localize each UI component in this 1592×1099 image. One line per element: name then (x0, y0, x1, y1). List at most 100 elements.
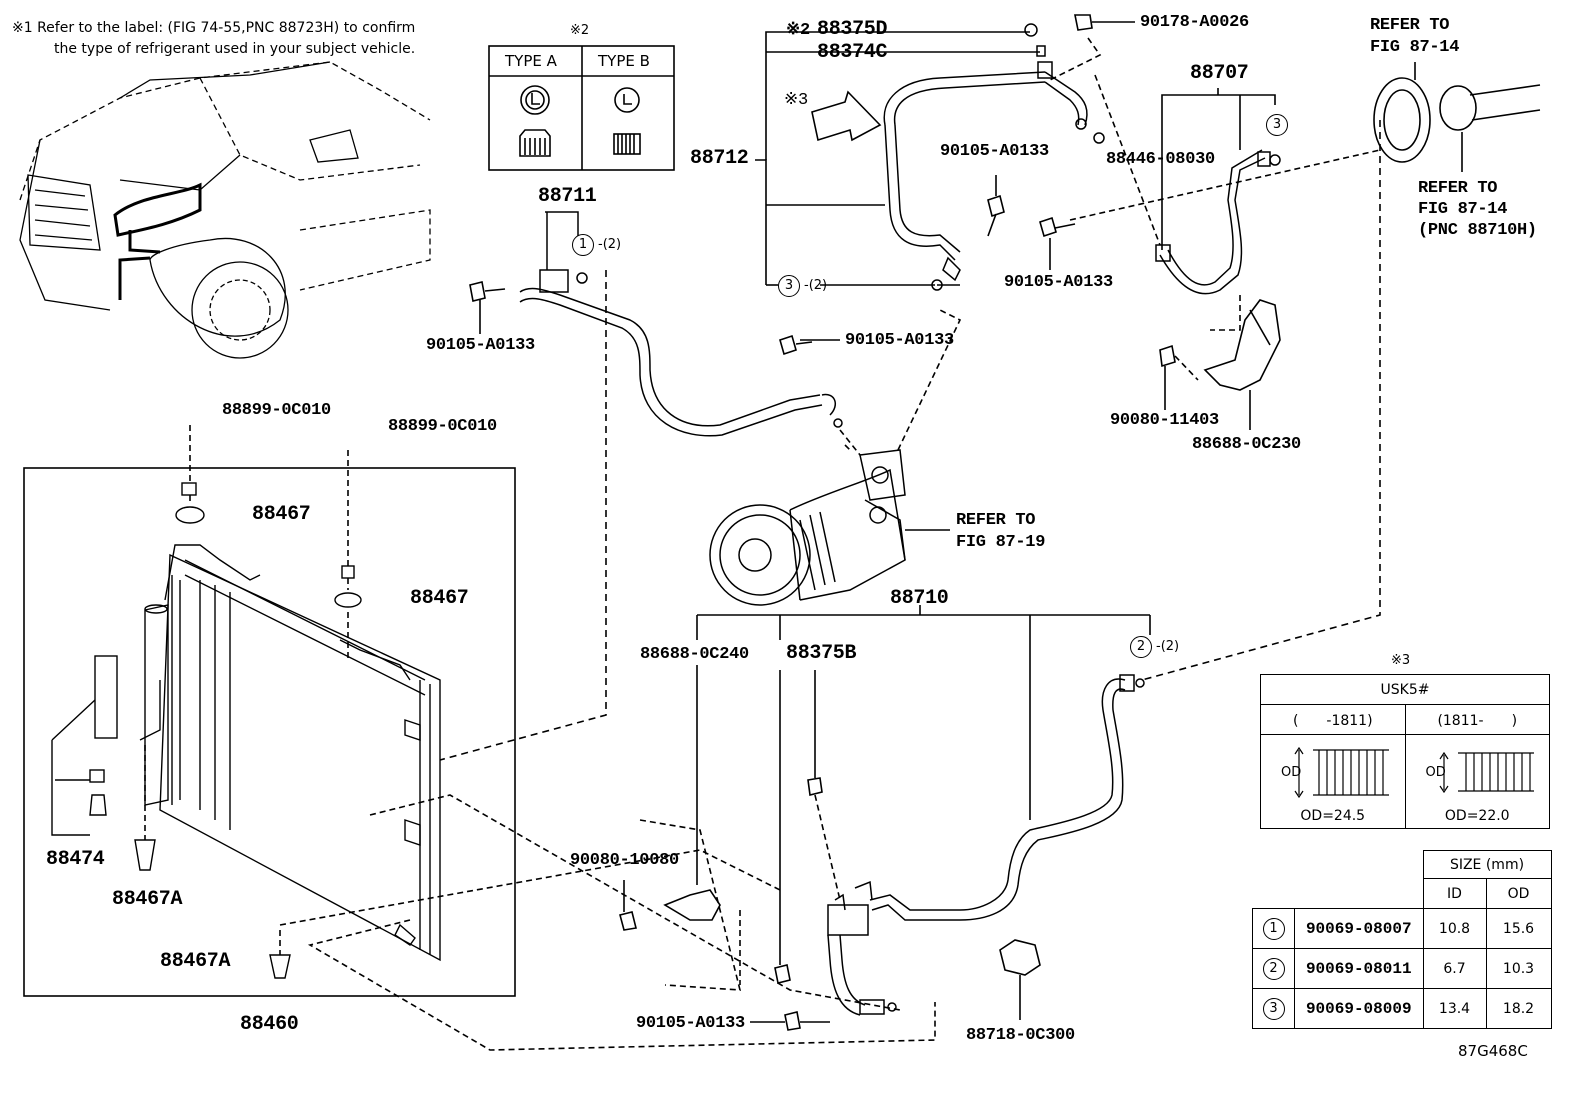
usk-col-1: ( -1811) (1260, 704, 1406, 735)
type-box-mark: ※2 (570, 23, 590, 38)
refer-right-line-1[interactable]: REFER TO (1418, 179, 1498, 198)
part-88710[interactable]: 88710 (890, 587, 949, 610)
clamp-88718 (999, 939, 1041, 976)
circle-2: 2 (1130, 636, 1152, 658)
type-a-label: TYPE A (505, 52, 557, 70)
row-od-3: 18.2 (1485, 988, 1552, 1029)
row-num-3: 3 (1262, 997, 1285, 1020)
bracket-88688-0c230 (1159, 299, 1281, 430)
part-88467A-b[interactable]: 88467A (160, 950, 231, 973)
bracket-88712 (755, 31, 1040, 286)
part-88718-0c300[interactable]: 88718-0C300 (966, 1026, 1075, 1045)
od-label-2: OD (1425, 765, 1446, 780)
refer-right-line-3[interactable]: (PNC 88710H) (1418, 221, 1537, 240)
table-row: 2 90069-08011 6.7 10.3 (1252, 948, 1552, 989)
part-88467-a[interactable]: 88467 (252, 503, 311, 526)
part-90105-a0133-a[interactable]: 90105-A0133 (940, 142, 1049, 161)
part-90080-10080[interactable]: 90080-10080 (570, 851, 679, 870)
mark2-label: ※2 (786, 21, 810, 40)
part-88688-0c230[interactable]: 88688-0C230 (1192, 435, 1301, 454)
part-88375D[interactable]: 88375D (817, 18, 888, 41)
usk-cell-2: OD OD=22.0 (1404, 734, 1550, 829)
row-num-1: 1 (1262, 917, 1285, 940)
table-row: 1 90069-08007 10.8 15.6 (1252, 908, 1552, 949)
circle-3-a: 3 (778, 275, 800, 297)
part-90105-a0133-e[interactable]: 90105-A0133 (636, 1014, 745, 1033)
part-90105-a0133-b[interactable]: 90105-A0133 (1004, 273, 1113, 292)
part-88467A-a[interactable]: 88467A (112, 888, 183, 911)
row-part-2[interactable]: 90069-08011 (1294, 948, 1424, 989)
part-90105-a0133-c[interactable]: 90105-A0133 (426, 336, 535, 355)
bracket-88707 (1161, 88, 1276, 250)
row-id-1: 10.8 (1422, 908, 1487, 949)
part-88446-08030[interactable]: 88446-08030 (1106, 150, 1215, 169)
note-line-1: ※1 Refer to the label: (FIG 74-55,PNC 88… (12, 20, 416, 36)
tube-section-icon-1 (1294, 746, 1389, 799)
part-90105-a0133-d[interactable]: 90105-A0133 (845, 331, 954, 350)
refer-compressor-line-2[interactable]: FIG 87-19 (956, 533, 1046, 552)
condenser-frame (23, 467, 516, 997)
tube-section-icon-2 (1439, 751, 1534, 794)
hose-88707 (1155, 149, 1281, 295)
bolt-graphics (469, 175, 1076, 356)
circle-2-qty: -(2) (1156, 639, 1180, 654)
vehicle-sketch (19, 61, 431, 359)
usk-title: USK5# (1260, 674, 1550, 705)
size-col-od: OD (1485, 878, 1552, 909)
type-box-frame (488, 45, 675, 171)
usk-box-mark: ※3 (1391, 653, 1411, 668)
part-88374C[interactable]: 88374C (817, 41, 888, 64)
size-col-id: ID (1422, 878, 1487, 909)
row-od-2: 10.3 (1485, 948, 1552, 989)
row-part-1[interactable]: 90069-08007 (1294, 908, 1424, 949)
size-table: SIZE (mm) ID OD 1 90069-08007 10.8 15.6 … (1252, 850, 1552, 1029)
part-88899-0c010-b[interactable]: 88899-0C010 (388, 417, 497, 436)
condenser (51, 482, 441, 979)
part-90178-a0026[interactable]: 90178-A0026 (1140, 13, 1249, 32)
hose-88711 (519, 211, 843, 437)
row-od-1: 15.6 (1485, 908, 1552, 949)
part-88467-b[interactable]: 88467 (410, 587, 469, 610)
circle-3-a-qty: -(2) (804, 278, 828, 293)
part-88707[interactable]: 88707 (1190, 62, 1249, 85)
od-value-1: OD=24.5 (1300, 808, 1366, 824)
hose-88710 (827, 674, 1145, 1016)
row-id-3: 13.4 (1422, 988, 1487, 1029)
od-value-2: OD=22.0 (1444, 808, 1510, 824)
refer-compressor-line-1[interactable]: REFER TO (956, 511, 1036, 530)
bracket-88710 (696, 605, 1151, 965)
compressor (709, 449, 950, 606)
figure-code: 87G468C (1458, 1042, 1528, 1060)
part-88375B[interactable]: 88375B (786, 642, 857, 665)
table-row: 3 90069-08009 13.4 18.2 (1252, 988, 1552, 1029)
part-90080-11403[interactable]: 90080-11403 (1110, 411, 1219, 430)
part-88712[interactable]: 88712 (690, 147, 749, 170)
note-line-2: the type of refrigerant used in your sub… (54, 41, 416, 57)
size-header: SIZE (mm) (1422, 850, 1552, 879)
arrow-mark3 (811, 90, 882, 142)
row-num-2: 2 (1262, 957, 1285, 980)
type-b-label: TYPE B (598, 52, 650, 70)
clutch-parts (1373, 62, 1541, 172)
hose-88712 (883, 23, 1105, 291)
circle-3-b: 3 (1266, 114, 1288, 136)
part-88711[interactable]: 88711 (538, 185, 597, 208)
row-id-2: 6.7 (1422, 948, 1487, 989)
usk-cell-1: OD OD=24.5 (1260, 734, 1406, 829)
usk-table: USK5# ( -1811) (1811- ) OD OD=24.5 (1260, 674, 1550, 829)
part-88688-0c240[interactable]: 88688-0C240 (640, 645, 749, 664)
usk-col-2: (1811- ) (1404, 704, 1550, 735)
row-part-3[interactable]: 90069-08009 (1294, 988, 1424, 1029)
part-88460[interactable]: 88460 (240, 1013, 299, 1036)
refer-top-line-2[interactable]: FIG 87-14 (1370, 38, 1460, 57)
refer-top-line-1[interactable]: REFER TO (1370, 16, 1450, 35)
circle-1-qty: -(2) (598, 237, 622, 252)
refer-right-line-2[interactable]: FIG 87-14 (1418, 200, 1508, 219)
part-88899-0c010-a[interactable]: 88899-0C010 (222, 401, 331, 420)
mark3-label: ※3 (784, 91, 808, 110)
circle-1: 1 (572, 234, 594, 256)
part-88474[interactable]: 88474 (46, 848, 105, 871)
od-label-1: OD (1281, 765, 1302, 780)
